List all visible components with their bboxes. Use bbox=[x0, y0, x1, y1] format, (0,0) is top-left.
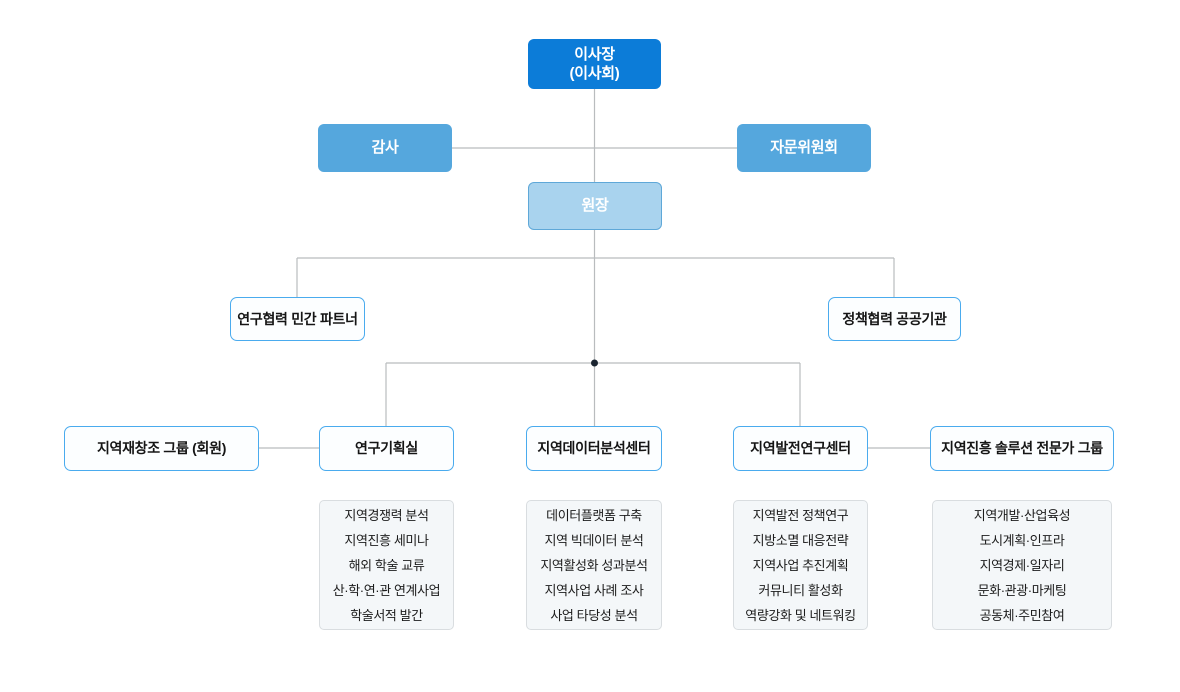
task-item: 지역사업 추진계획 bbox=[752, 557, 849, 573]
node-regional-recreation-group: 지역재창조 그룹 (회원) bbox=[64, 426, 259, 471]
tasks-regional-development-research-center: 지역발전 정책연구 지방소멸 대응전략 지역사업 추진계획 커뮤니티 활성화 역… bbox=[733, 500, 868, 630]
node-chairman-label-line2: (이사회) bbox=[569, 65, 620, 82]
node-director: 원장 bbox=[528, 182, 662, 230]
task-item: 도시계획·인프라 bbox=[979, 532, 1065, 548]
task-item: 지역사업 사례 조사 bbox=[544, 582, 644, 598]
node-director-label: 원장 bbox=[581, 197, 609, 215]
task-item: 공동체·주민참여 bbox=[979, 607, 1065, 623]
node-regional-development-research-center-label: 지역발전연구센터 bbox=[750, 440, 851, 457]
node-regional-data-analysis-center: 지역데이터분석센터 bbox=[526, 426, 662, 471]
task-item: 지역경쟁력 분석 bbox=[344, 507, 429, 523]
task-item: 지역활성화 성과분석 bbox=[540, 557, 648, 573]
task-item: 지방소멸 대응전략 bbox=[752, 532, 849, 548]
tasks-regional-data-analysis-center: 데이터플랫폼 구축 지역 빅데이터 분석 지역활성화 성과분석 지역사업 사례 … bbox=[526, 500, 662, 630]
task-item: 산·학·연·관 연계사업 bbox=[332, 582, 441, 598]
node-solution-expert-group: 지역진흥 솔루션 전문가 그룹 bbox=[930, 426, 1114, 471]
tasks-research-planning-office: 지역경쟁력 분석 지역진흥 세미나 해외 학술 교류 산·학·연·관 연계사업 … bbox=[319, 500, 454, 630]
node-chairman: 이사장 (이사회) bbox=[528, 39, 661, 89]
task-item: 문화·관광·마케팅 bbox=[977, 582, 1067, 598]
node-regional-recreation-group-label: 지역재창조 그룹 (회원) bbox=[96, 440, 227, 457]
task-item: 지역경제·일자리 bbox=[979, 557, 1065, 573]
node-research-planning-office: 연구기획실 bbox=[319, 426, 454, 471]
node-solution-expert-group-label: 지역진흥 솔루션 전문가 그룹 bbox=[941, 440, 1103, 457]
task-item: 지역발전 정책연구 bbox=[752, 507, 849, 523]
task-item: 데이터플랫폼 구축 bbox=[546, 507, 642, 523]
tasks-solution-expert-group: 지역개발·산업육성 도시계획·인프라 지역경제·일자리 문화·관광·마케팅 공동… bbox=[932, 500, 1112, 630]
node-private-research-partners-label: 연구협력 민간 파트너 bbox=[237, 310, 358, 327]
junction-dot bbox=[591, 359, 598, 367]
task-item: 지역개발·산업육성 bbox=[973, 507, 1071, 523]
node-public-policy-institutions-label: 정책협력 공공기관 bbox=[842, 310, 947, 327]
node-auditor-label: 감사 bbox=[371, 139, 399, 157]
node-regional-development-research-center: 지역발전연구센터 bbox=[733, 426, 868, 471]
task-item: 지역진흥 세미나 bbox=[344, 532, 429, 548]
node-auditor: 감사 bbox=[318, 124, 452, 172]
node-research-planning-office-label: 연구기획실 bbox=[355, 440, 418, 457]
task-item: 학술서적 발간 bbox=[350, 607, 423, 623]
task-item: 역량강화 및 네트워킹 bbox=[745, 607, 856, 623]
node-private-research-partners: 연구협력 민간 파트너 bbox=[230, 297, 365, 341]
node-public-policy-institutions: 정책협력 공공기관 bbox=[828, 297, 961, 341]
node-advisory-committee-label: 자문위원회 bbox=[770, 139, 838, 157]
task-item: 사업 타당성 분석 bbox=[550, 607, 638, 623]
task-item: 커뮤니티 활성화 bbox=[758, 582, 843, 598]
task-item: 해외 학술 교류 bbox=[348, 557, 425, 573]
node-advisory-committee: 자문위원회 bbox=[737, 124, 871, 172]
node-chairman-label-line1: 이사장 bbox=[574, 45, 615, 63]
task-item: 지역 빅데이터 분석 bbox=[544, 532, 644, 548]
node-regional-data-analysis-center-label: 지역데이터분석센터 bbox=[537, 440, 651, 457]
